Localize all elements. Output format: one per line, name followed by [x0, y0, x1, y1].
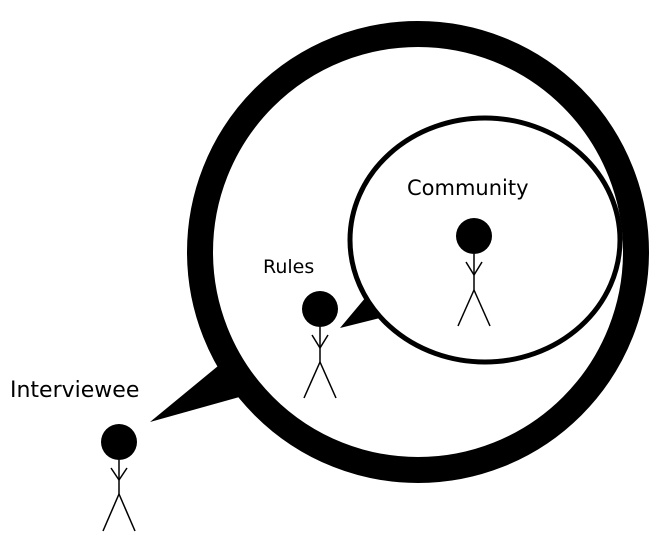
community-figure-head — [456, 218, 492, 254]
interviewee-label: Interviewee — [10, 378, 140, 403]
interviewee-stick-figure — [101, 424, 137, 532]
outer-bubble-ring — [187, 21, 649, 483]
outer-speech-bubble — [150, 21, 649, 483]
rules-figure-head — [302, 291, 338, 327]
rules-stick-figure — [302, 291, 338, 399]
community-stick-figure — [456, 218, 492, 327]
interviewee-figure-head — [101, 424, 137, 460]
community-label: Community — [407, 176, 529, 200]
inner-bubble-tail — [340, 297, 384, 328]
outer-bubble-tail — [150, 366, 243, 422]
rules-label: Rules — [263, 256, 315, 278]
